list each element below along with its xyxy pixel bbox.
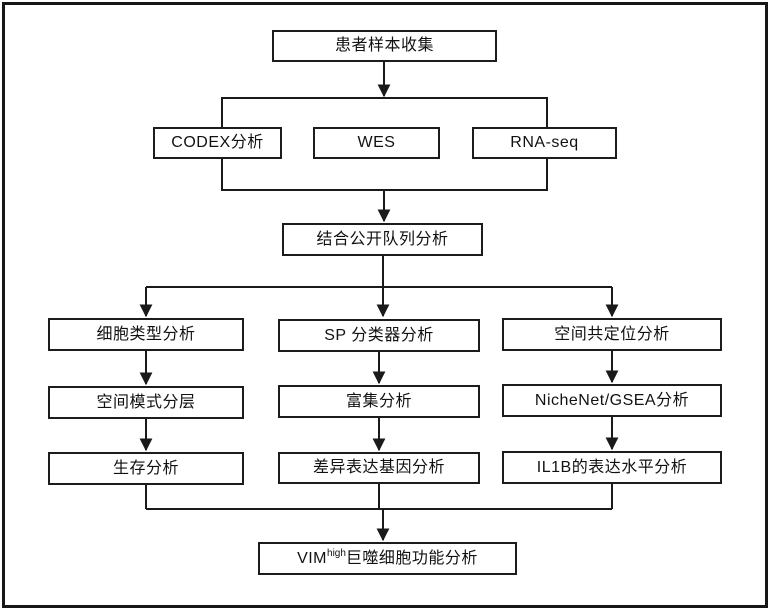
node-cell-type-analysis: 细胞类型分析 xyxy=(48,318,244,351)
node-wes: WES xyxy=(313,127,440,159)
node-patient-sample-collection: 患者样本收集 xyxy=(272,30,497,62)
node-enrichment-analysis: 富集分析 xyxy=(278,385,480,418)
node-spatial-pattern-stratification: 空间模式分层 xyxy=(48,386,244,419)
node-differential-expression-analysis: 差异表达基因分析 xyxy=(278,452,480,484)
node-codex-analysis: CODEX分析 xyxy=(153,127,282,159)
node-rna-seq: RNA-seq xyxy=(472,127,617,159)
node-sp-classifier-analysis: SP 分类器分析 xyxy=(278,319,480,352)
node-nichenet-gsea-analysis: NicheNet/GSEA分析 xyxy=(502,384,722,417)
node-il1b-expression-analysis: IL1B的表达水平分析 xyxy=(502,451,722,484)
vim-label-suffix: 巨噬细胞功能分析 xyxy=(345,549,478,567)
vim-label-superscript: high xyxy=(327,547,346,559)
node-public-cohort-analysis: 结合公开队列分析 xyxy=(282,223,483,256)
node-spatial-colocalization-analysis: 空间共定位分析 xyxy=(502,318,722,351)
vim-label-prefix: VIM xyxy=(297,549,328,567)
node-survival-analysis: 生存分析 xyxy=(48,452,244,485)
